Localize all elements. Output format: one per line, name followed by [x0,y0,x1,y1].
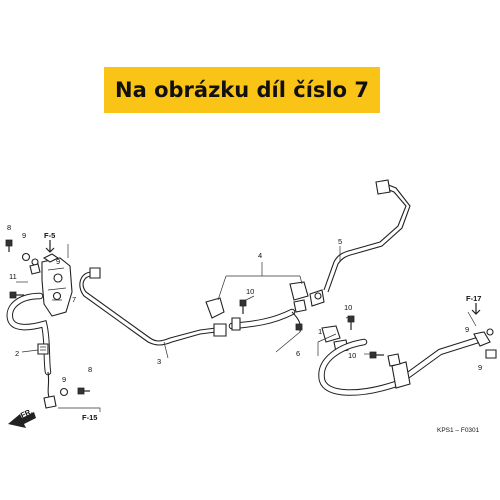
center-joint-assembly [205,281,325,333]
figure-references: F-5 F-15 F-17 [44,231,481,422]
callout-9-a: 9 [22,231,26,240]
master-cylinder-bracket [41,253,73,317]
direction-label: FR. [19,407,34,420]
callout-7: 7 [72,295,76,304]
callout-2: 2 [15,349,19,358]
bolt-group-bottom-left [59,387,90,397]
front-direction-arrow: FR. [8,407,36,428]
banner-text: Na obrázku díl číslo 7 [115,78,369,102]
callout-5: 5 [338,237,342,246]
drawing-code: KPS1 – F0301 [437,427,480,434]
part-number-banner: Na obrázku díl číslo 7 [104,67,380,113]
ref-f5: F-5 [44,231,55,240]
callout-6: 6 [296,349,300,358]
callout-9-e: 9 [478,363,482,372]
callout-8-bottom: 8 [88,365,92,374]
ref-f15: F-15 [82,413,97,422]
callout-11: 11 [9,272,17,281]
callout-10-b: 10 [344,303,352,312]
callout-9-b: 9 [56,257,60,266]
callout-9-c: 9 [62,375,66,384]
callout-3: 3 [157,357,161,366]
callout-8-top: 8 [7,223,11,232]
callout-10-a: 10 [246,287,254,296]
brake-pipe-5 [323,179,411,293]
callout-9-d: 9 [465,325,469,334]
callout-1: 1 [318,327,322,336]
callout-4: 4 [258,251,262,260]
callout-10-c: 10 [348,351,356,360]
ref-f17: F-17 [466,294,481,303]
leader-lines [16,244,477,359]
callout-labels: 8 9 9 7 11 2 8 9 3 4 10 5 10 1 6 10 9 9 [7,223,482,384]
left-brake-hose [6,292,57,409]
brake-pipe-3 [79,267,227,346]
rear-brake-hose-6 [318,315,497,396]
bolt-group-left [5,239,41,299]
